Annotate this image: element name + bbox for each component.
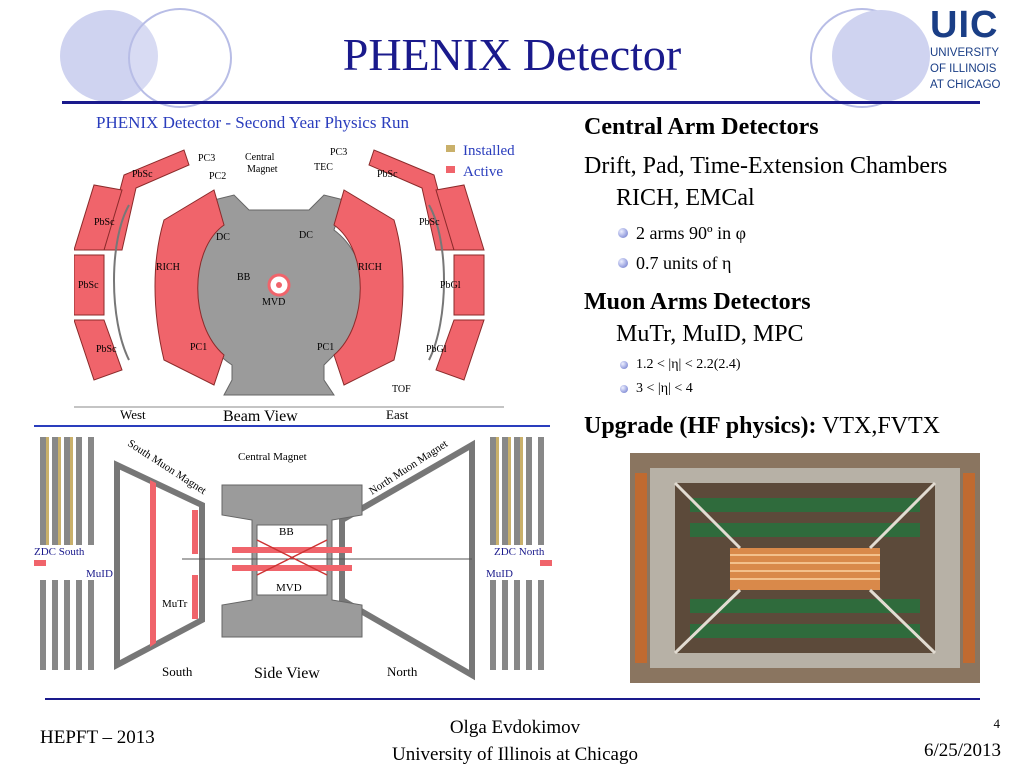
label-central-magnet: Central Magnet xyxy=(238,451,307,463)
west-pbsc-4 xyxy=(74,319,123,381)
footer-rule xyxy=(45,698,980,700)
east-pbsc-top xyxy=(368,149,455,251)
label-pbsc: PbSc xyxy=(78,280,99,291)
central-arm-heading: Central Arm Detectors xyxy=(584,114,819,140)
label-central-magnet: Central xyxy=(245,152,275,163)
upgrade-line: Upgrade (HF physics): VTX,FVTX xyxy=(584,410,1024,442)
label-pc3: PC3 xyxy=(198,153,215,164)
label-pbsc: PbSc xyxy=(132,169,153,180)
label-bb: BB xyxy=(279,526,294,538)
label-mvd: MVD xyxy=(262,297,285,308)
decor-ring xyxy=(832,10,930,102)
label-muid: MuID xyxy=(86,568,113,580)
zdc-south-marker xyxy=(34,560,46,566)
label-pbsc: PbSc xyxy=(377,169,398,180)
central-sub-bullet: 0.7 units of η xyxy=(584,252,1024,274)
title-rule xyxy=(62,101,980,104)
beam-view-diagram: PHENIX Detector - Second Year Physics Ru… xyxy=(74,113,515,425)
page-number: 4 xyxy=(993,716,1001,731)
west-pbsc-2 xyxy=(74,184,123,251)
north-muon-magnet xyxy=(339,439,475,681)
central-sub-bullet-text: 2 arms 90º in φ xyxy=(636,223,746,243)
side-view-diagram: ZDC South ZDC North MuID MuID South Muon… xyxy=(34,425,552,682)
label-pc3: PC3 xyxy=(330,147,347,158)
footer-author: Olga Evdokimov xyxy=(449,717,581,738)
east-pbgl-2 xyxy=(435,319,485,381)
label-central-magnet: Magnet xyxy=(247,164,278,175)
label-rich: RICH xyxy=(156,262,180,273)
label-east: East xyxy=(386,407,409,422)
upgrade-value: VTX,FVTX xyxy=(816,413,941,439)
label-pc2: PC2 xyxy=(209,171,226,182)
label-muid: MuID xyxy=(486,568,513,580)
west-rich xyxy=(154,189,225,386)
footer-conference: HEPFT – 2013 xyxy=(40,727,155,748)
label-pbsc: PbSc xyxy=(419,217,440,228)
bullet-dot xyxy=(618,228,628,238)
label-bb: BB xyxy=(237,272,251,283)
central-arm-line: Drift, Pad, Time-Extension Chambers xyxy=(584,153,948,179)
logo-line: UNIVERSITY xyxy=(930,47,1000,59)
west-pbsc-3 xyxy=(74,254,105,316)
muid-south xyxy=(40,437,94,670)
east-pbgl-1 xyxy=(453,254,485,316)
label-pbsc: PbSc xyxy=(96,344,117,355)
east-rich xyxy=(333,189,404,386)
logo-wordmark: UIC xyxy=(930,4,999,46)
muid-north xyxy=(490,437,544,670)
upgrade-label: Upgrade (HF physics): xyxy=(584,413,817,439)
east-pbsc-2 xyxy=(435,184,485,251)
vtx-detector-photo xyxy=(630,453,980,683)
label-tec: TEC xyxy=(314,162,333,173)
label-pbsc: PbSc xyxy=(94,217,115,228)
uic-logo: UIC UNIVERSITY OF ILLINOIS AT CHICAGO xyxy=(930,6,1020,92)
label-rich: RICH xyxy=(358,262,382,273)
label-zdc-south: ZDC South xyxy=(34,546,85,558)
footer-center: Olga Evdokimov University of Illinois at… xyxy=(340,714,690,768)
label-mutr: MuTr xyxy=(162,598,188,610)
muon-sub-bullet-text: 3 < |η| < 4 xyxy=(636,381,693,396)
legend-installed-label: Installed xyxy=(463,143,515,159)
bullet-dot xyxy=(620,385,628,393)
label-pc1: PC1 xyxy=(317,342,334,353)
central-sub-bullet: 2 arms 90º in φ xyxy=(584,222,1024,244)
central-sub-bullet-text: 0.7 units of η xyxy=(636,253,732,273)
logo-line: AT CHICAGO xyxy=(930,79,1001,91)
muon-sub-bullet: 3 < |η| < 4 xyxy=(584,380,1024,398)
footer-affiliation: University of Illinois at Chicago xyxy=(392,744,638,765)
label-dc: DC xyxy=(216,232,230,243)
bullet-list: Central Arm Detectors Drift, Pad, Time-E… xyxy=(584,112,1024,442)
beam-view-caption: Beam View xyxy=(223,408,298,425)
label-south: South xyxy=(162,664,193,679)
label-pbgl: PbGl xyxy=(426,344,447,355)
muon-arms-heading: Muon Arms Detectors xyxy=(584,289,811,315)
bullet-dot xyxy=(618,258,628,268)
west-pbsc-top xyxy=(103,149,190,251)
logo-line: OF ILLINOIS xyxy=(930,63,997,75)
muon-arms-line: MuTr, MuID, MPC xyxy=(616,321,804,347)
label-pc1: PC1 xyxy=(190,342,207,353)
bullet-dot xyxy=(620,361,628,369)
label-zdc-north: ZDC North xyxy=(494,546,545,558)
legend-active-label: Active xyxy=(463,164,503,180)
label-tof: TOF xyxy=(392,384,411,395)
beam-view-heading: PHENIX Detector - Second Year Physics Ru… xyxy=(96,113,410,132)
label-west: West xyxy=(120,407,146,422)
label-dc: DC xyxy=(299,230,313,241)
zdc-north-marker xyxy=(540,560,552,566)
legend-active-swatch xyxy=(446,166,455,173)
label-pbgl: PbGl xyxy=(440,280,461,291)
muon-sub-bullet-text: 1.2 < |η| < 2.2(2.4) xyxy=(636,357,741,372)
muon-sub-bullet: 1.2 < |η| < 2.2(2.4) xyxy=(584,356,1024,374)
legend-installed-swatch xyxy=(446,145,455,152)
decor-ring xyxy=(128,8,232,108)
footer-date: 6/25/2013 xyxy=(923,740,1001,761)
side-view-caption: Side View xyxy=(254,665,320,682)
south-muon-magnet xyxy=(114,460,205,670)
slide-title: PHENIX Detector xyxy=(342,29,682,80)
central-arm-line: RICH, EMCal xyxy=(616,185,755,211)
label-mvd: MVD xyxy=(276,582,302,594)
label-north: North xyxy=(387,664,418,679)
